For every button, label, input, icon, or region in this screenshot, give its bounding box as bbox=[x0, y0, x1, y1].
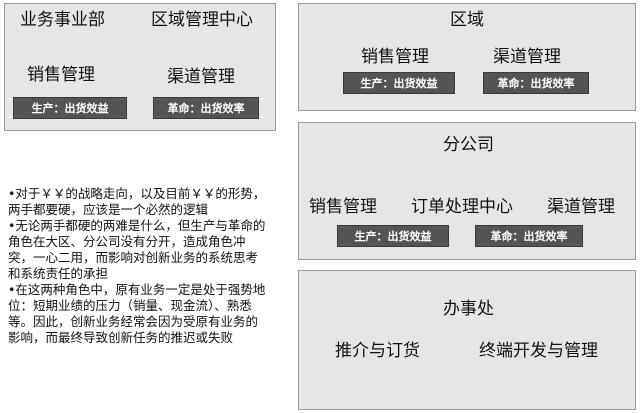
revolution-badge: 革命：出货效率 bbox=[153, 97, 259, 119]
sales-management-label: 销售管理 bbox=[27, 65, 95, 85]
regional-center-title: 区域管理中心 bbox=[151, 10, 253, 30]
region-channel-label: 渠道管理 bbox=[493, 47, 561, 67]
branch-revolution-badge: 革命：出货效率 bbox=[475, 225, 583, 247]
branch-order-center-label: 订单处理中心 bbox=[411, 197, 513, 217]
office-terminal-label: 终端开发与管理 bbox=[479, 341, 598, 361]
bullet-1: •对于￥￥的战略走向，以及目前￥￥的形势，两手都要硬，应该是一个必然的逻辑 bbox=[8, 186, 266, 217]
branch-panel: 分公司 销售管理 订单处理中心 渠道管理 生产：出货效益 革命：出货效率 bbox=[298, 122, 636, 260]
channel-management-label: 渠道管理 bbox=[167, 67, 235, 87]
analysis-bullets: •对于￥￥的战略走向，以及目前￥￥的形势，两手都要硬，应该是一个必然的逻辑 •无… bbox=[8, 186, 270, 346]
bullet-3: •在这两种角色中，原有业务一定是处于强势地位：短期业绩的压力（销量、现金流）、熟… bbox=[8, 282, 266, 345]
branch-channel-label: 渠道管理 bbox=[547, 197, 615, 217]
office-promotion-label: 推介与订货 bbox=[335, 341, 420, 361]
office-panel: 办事处 推介与订货 终端开发与管理 bbox=[298, 270, 636, 410]
office-title: 办事处 bbox=[443, 299, 494, 319]
branch-title: 分公司 bbox=[443, 135, 494, 155]
region-production-badge: 生产：出货效益 bbox=[343, 72, 455, 94]
business-unit-title: 业务事业部 bbox=[20, 10, 105, 30]
region-title: 区域 bbox=[450, 10, 484, 30]
bullet-2: •无论两手都硬的两难是什么，但生产与革命的角色在大区、分公司没有分开，造成角色冲… bbox=[8, 218, 266, 281]
business-unit-panel: 业务事业部 区域管理中心 销售管理 渠道管理 生产：出货效益 革命：出货效率 bbox=[4, 3, 276, 131]
production-badge: 生产：出货效益 bbox=[13, 97, 127, 119]
branch-production-badge: 生产：出货效益 bbox=[337, 225, 449, 247]
branch-sales-label: 销售管理 bbox=[309, 197, 377, 217]
region-revolution-badge: 革命：出货效率 bbox=[483, 72, 589, 94]
region-panel: 区域 销售管理 渠道管理 生产：出货效益 革命：出货效率 bbox=[298, 3, 636, 111]
region-sales-label: 销售管理 bbox=[361, 47, 429, 67]
